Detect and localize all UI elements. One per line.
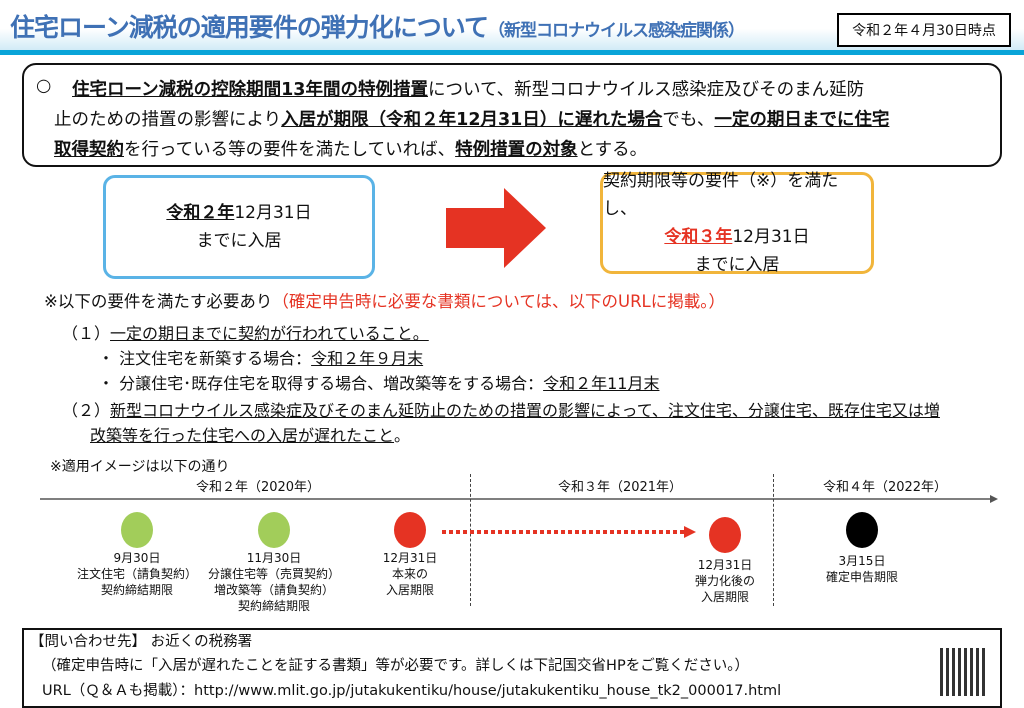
event-marker	[258, 512, 290, 548]
text-segment: 令和２年９月末	[311, 349, 424, 368]
text-segment: 契約期限等の要件（※）を満たし、	[603, 171, 839, 219]
header-divider	[0, 50, 1024, 55]
event-label-line: 本来の	[391, 567, 429, 581]
extended-deadline-box: 契約期限等の要件（※）を満たし、令和３年12月31日までに入居	[600, 171, 874, 275]
date-badge: 令和２年４月30日時点	[837, 13, 1011, 47]
qr-code[interactable]	[940, 648, 988, 696]
text-segment: 取得契約	[54, 140, 124, 160]
text-segment: ※以下の要件を満たす必要あり	[44, 292, 273, 311]
event-label-line: 入居期限	[385, 583, 435, 597]
summary-line: 止のための措置の影響により入居が期限（令和２年12月31日）に遅れた場合でも、一…	[54, 106, 889, 131]
timeline-axis	[40, 495, 998, 503]
box-line: までに入居	[197, 227, 282, 255]
event-label-line: 11月30日	[246, 551, 302, 565]
text-segment: 新型コロナウイルス感染症及びそのまん延防止のための措置の影響によって、注文住宅、…	[110, 401, 940, 420]
text-segment: 令和３年	[664, 227, 733, 247]
text-segment: を行っている等の要件を満たしていれば、	[124, 140, 456, 160]
event-label-line: 12月31日	[697, 558, 753, 572]
event-label-line: 弾力化後の	[694, 574, 756, 588]
box-line: 令和２年12月31日	[166, 199, 311, 227]
event-label: 9月30日注文住宅（請負契約） 契約締結期限	[77, 550, 197, 598]
year-label: 令和２年（2020年）	[195, 480, 321, 495]
text-segment: 止のための措置の影響により	[54, 110, 282, 130]
event-label-line: 注文住宅（請負契約）	[76, 567, 198, 581]
event-label: 12月31日本来の入居期限	[383, 550, 438, 598]
text-segment: ・ 分譲住宅･既存住宅を取得する場合、増改築等をする場合：	[98, 374, 544, 393]
event-label-line: 契約締結期限	[100, 583, 174, 597]
event-label-line: 9月30日	[113, 551, 161, 565]
text-segment: 住宅ローン減税の控除期間13年間の特例措置	[72, 80, 428, 100]
requirement-1b: ・ 分譲住宅･既存住宅を取得する場合、増改築等をする場合：令和２年11月末	[98, 370, 659, 394]
text-segment: までに入居	[196, 231, 282, 251]
title-main: 住宅ローン減税の適用要件の弾力化について	[10, 13, 489, 42]
contact-note: （確定申告時に「入居が遅れたことを証する書類」等が必要です。詳しくは下記国交省H…	[42, 658, 749, 674]
text-segment: （２）	[62, 401, 111, 420]
text-segment: 一定の期日までに住宅	[714, 110, 890, 130]
event-marker	[121, 512, 153, 548]
event-label-line: 3月15日	[838, 554, 886, 568]
contact-box	[22, 628, 1002, 708]
timeline-note: ※適用イメージは以下の通り	[50, 459, 230, 475]
event-label: 12月31日弾力化後の入居期限	[695, 557, 755, 605]
year-divider	[773, 474, 774, 606]
event-marker	[394, 512, 426, 548]
year-label: 令和３年（2021年）	[557, 480, 683, 495]
requirement-1: （１）一定の期日までに契約が行われていること。	[62, 320, 429, 344]
event-label: 3月15日確定申告期限	[826, 553, 898, 585]
contact-url[interactable]: URL（Ｑ＆Ａも掲載）：http://www.mlit.go.jp/jutaku…	[42, 683, 782, 699]
event-label-line: 確定申告期限	[825, 570, 899, 584]
text-segment: 令和２年11月末	[543, 374, 660, 393]
box-line: 令和３年12月31日	[664, 223, 809, 251]
text-segment: （確定申告時に必要な書類については、以下のURLに掲載。）	[272, 292, 725, 311]
summary-box	[22, 63, 1002, 167]
bullet: ○	[36, 76, 52, 96]
text-segment: までに入居	[694, 255, 780, 275]
requirement-2-cont: 改築等を行った住宅への入居が遅れたこと。	[90, 422, 410, 446]
box-line: 契約期限等の要件（※）を満たし、	[603, 167, 871, 223]
page-title: 住宅ローン減税の適用要件の弾力化について（新型コロナウイルス感染症関係）	[10, 8, 745, 44]
box-line: までに入居	[695, 251, 780, 279]
event-label-line: 12月31日	[382, 551, 438, 565]
summary-line: 取得契約を行っている等の要件を満たしていれば、特例措置の対象とする。	[54, 136, 647, 161]
text-segment: 改築等を行った住宅への入居が遅れたこと	[90, 426, 395, 445]
right-arrow-icon	[446, 188, 546, 268]
year-divider	[470, 474, 471, 606]
event-label-line: 増改築等（請負契約）	[213, 583, 335, 597]
original-deadline-box: 令和２年12月31日までに入居	[103, 175, 375, 279]
text-segment: とする。	[577, 140, 648, 160]
event-label-line: 分譲住宅等（売買契約）	[207, 567, 341, 581]
text-segment: 入居が期限（令和２年12月31日）に遅れた場合	[281, 110, 663, 130]
year-label: 令和４年（2022年）	[822, 480, 948, 495]
extension-arrow	[442, 526, 696, 538]
text-segment: 12月31日	[732, 227, 810, 247]
text-segment: 。	[394, 426, 411, 445]
requirements-heading: ※以下の要件を満たす必要あり（確定申告時に必要な書類については、以下のURLに掲…	[44, 288, 725, 312]
contact-label: 【問い合わせ先】 お近くの税務署	[30, 634, 253, 650]
event-marker	[846, 512, 878, 548]
event-marker	[709, 517, 741, 553]
event-label-line: 入居期限	[700, 590, 750, 604]
summary-line: 住宅ローン減税の控除期間13年間の特例措置について、新型コロナウイルス感染症及び…	[72, 76, 864, 101]
text-segment: 令和２年	[166, 203, 235, 223]
text-segment: について、新型コロナウイルス感染症及びそのまん延防	[427, 80, 865, 100]
title-subtitle: （新型コロナウイルス感染症関係）	[488, 21, 745, 41]
requirement-1a: ・ 注文住宅を新築する場合：令和２年９月末	[98, 345, 423, 369]
text-segment: 特例措置の対象	[455, 140, 578, 160]
text-segment: でも、	[662, 110, 715, 130]
text-segment: 一定の期日までに契約が行われていること。	[110, 324, 429, 343]
requirement-2: （２）新型コロナウイルス感染症及びそのまん延防止のための措置の影響によって、注文…	[62, 397, 940, 421]
text-segment: （１）	[62, 324, 111, 343]
text-segment: ・ 注文住宅を新築する場合：	[98, 349, 312, 368]
event-label: 11月30日分譲住宅等（売買契約） 増改築等（請負契約） 契約締結期限	[208, 550, 340, 614]
text-segment: 12月31日	[234, 203, 312, 223]
event-label-line: 契約締結期限	[237, 599, 311, 613]
